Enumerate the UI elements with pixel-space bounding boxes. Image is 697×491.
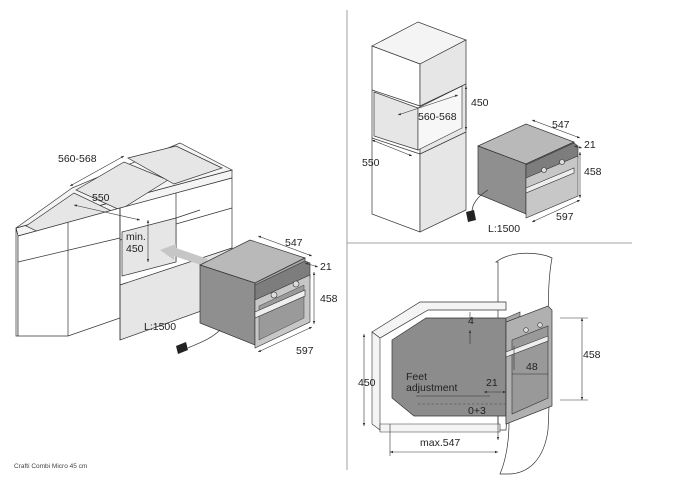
section-feet-label-1: Feet xyxy=(406,371,427,383)
tall-oven-height: 458 xyxy=(584,166,602,178)
base-plug-icon xyxy=(176,342,188,354)
base-min-label: min. xyxy=(126,231,146,243)
section-feet-label-2: adjustment xyxy=(406,382,457,394)
panel-dividers xyxy=(346,10,632,470)
tall-oven-width: 597 xyxy=(556,211,574,223)
tall-cable-length: L:1500 xyxy=(488,223,520,235)
tall-cabinet-depth: 550 xyxy=(362,157,380,169)
tall-cable xyxy=(471,189,489,213)
section-gap-top: 4 xyxy=(468,315,474,327)
tall-oven-front: 21 xyxy=(584,139,596,151)
section-feet-offset: 21 xyxy=(486,377,498,389)
base-min-value: 450 xyxy=(126,243,144,255)
base-cable-length: L:1500 xyxy=(144,321,176,333)
base-oven-width: 597 xyxy=(296,345,314,357)
base-oven-front: 21 xyxy=(320,261,332,273)
tall-plug-icon xyxy=(466,210,476,222)
base-cable xyxy=(187,329,221,349)
base-depth-label: 550 xyxy=(92,192,110,204)
product-caption: Crafti Combi Micro 45 cm xyxy=(14,463,87,470)
base-oven-depth: 547 xyxy=(285,237,303,249)
base-oven-height: 458 xyxy=(320,293,338,305)
tall-niche-height: 450 xyxy=(471,97,489,109)
section-oven-height: 458 xyxy=(583,349,601,361)
base-cabinet-view: 560-568 550 min. 450 547 21 458 597 L:15… xyxy=(15,142,338,357)
insert-arrow xyxy=(160,244,208,266)
tall-cabinet-view: 450 560-568 550 547 21 458 597 L:1500 xyxy=(362,21,602,235)
section-feet-range: 0+3 xyxy=(468,405,486,417)
section-niche-height: 450 xyxy=(358,377,376,389)
section-door-drop: 48 xyxy=(526,361,538,373)
base-width-label: 560-568 xyxy=(58,153,97,165)
tall-niche-width: 560-568 xyxy=(418,111,457,123)
section-max-depth: max.547 xyxy=(420,437,460,449)
tall-oven-depth: 547 xyxy=(552,119,570,131)
side-section-view: 4 450 48 458 Feet adjustment 21 0+3 max.… xyxy=(358,252,601,475)
